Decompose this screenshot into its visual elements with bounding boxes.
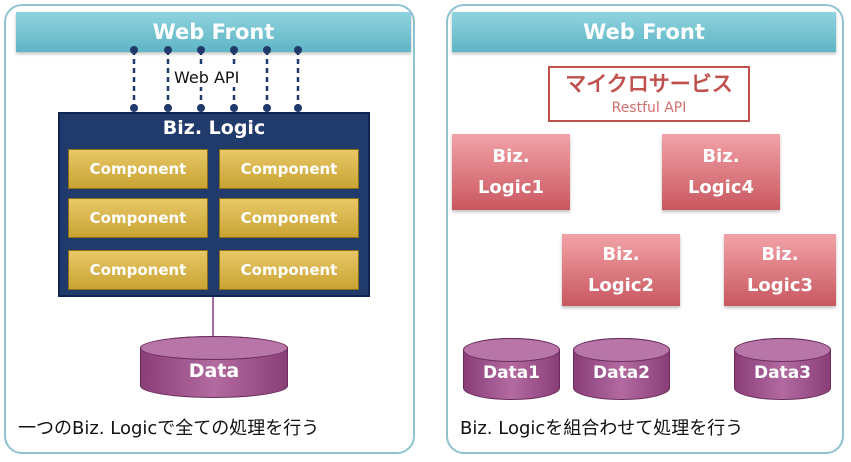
biz-logic-1-line1: Biz.	[492, 146, 530, 167]
biz-logic-1: Biz. Logic1	[452, 134, 570, 210]
component-box: Component	[68, 149, 208, 189]
biz-logic-4-line1: Biz.	[702, 146, 740, 167]
biz-logic-2: Biz. Logic2	[562, 234, 680, 306]
biz-logic-3: Biz. Logic3	[724, 234, 836, 306]
database-label: Data1	[482, 363, 540, 383]
web-front-header-right: Web Front	[452, 12, 836, 52]
web-front-header-left: Web Front	[16, 12, 411, 52]
database-data2: Data2	[573, 338, 670, 400]
database-label: Data	[188, 360, 240, 382]
web-api-label: Web API	[170, 68, 244, 87]
microservices-callout: マイクロサービス Restful API	[548, 66, 750, 122]
database-data: Data	[140, 336, 288, 398]
biz-logic-3-line2: Logic3	[746, 275, 814, 296]
component-box: Component	[219, 250, 359, 290]
biz-logic-title: Biz. Logic	[162, 117, 266, 139]
biz-logic-3-line1: Biz.	[761, 244, 799, 265]
microservice-caption: Biz. Logicを組合わせて処理を行う	[460, 418, 744, 439]
database-data1: Data1	[463, 338, 560, 400]
component-box: Component	[219, 198, 359, 238]
microservices-label: マイクロサービス	[565, 72, 733, 96]
database-label: Data2	[592, 363, 650, 383]
restful-api-label: Restful API	[611, 100, 687, 116]
biz-logic-4-line2: Logic4	[687, 177, 755, 198]
component-box: Component	[219, 149, 359, 189]
component-box: Component	[68, 250, 208, 290]
biz-logic-4: Biz. Logic4	[662, 134, 780, 210]
database-data3: Data3	[734, 338, 831, 400]
biz-logic-2-line2: Logic2	[587, 275, 655, 296]
biz-logic-2-line1: Biz.	[602, 244, 640, 265]
component-box: Component	[68, 198, 208, 238]
biz-logic-1-line2: Logic1	[477, 177, 545, 198]
database-label: Data3	[753, 363, 811, 383]
monolith-caption: 一つのBiz. Logicで全ての処理を行う	[18, 418, 320, 439]
